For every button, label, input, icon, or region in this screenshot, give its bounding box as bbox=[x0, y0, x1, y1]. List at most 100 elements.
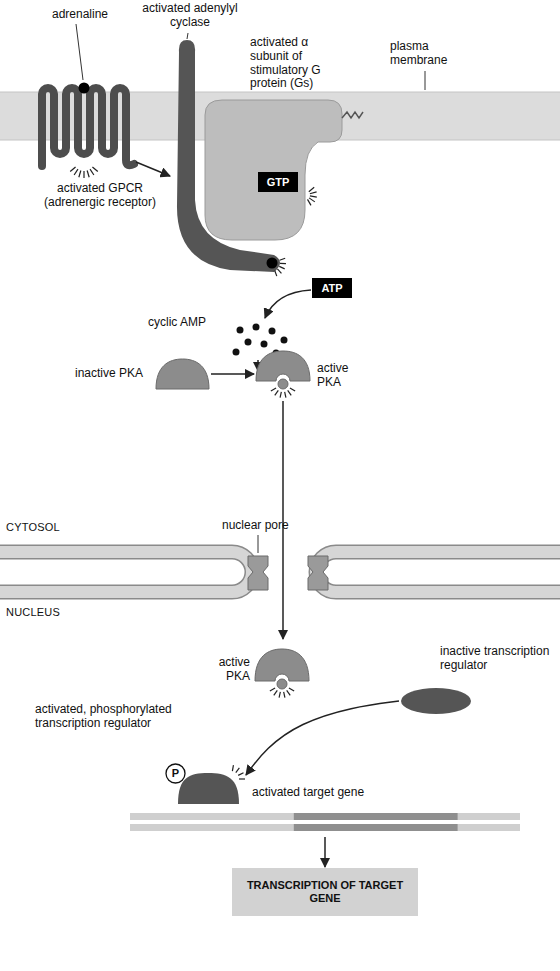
node-text: inactive transcription regulator bbox=[440, 645, 553, 673]
pka-inactive: inactive PKA bbox=[75, 358, 210, 390]
spike bbox=[285, 392, 286, 398]
nuclear-envelope bbox=[0, 552, 252, 592]
pkaActive-outline bbox=[254, 648, 310, 700]
node-text: GTP bbox=[267, 176, 290, 189]
gpcr-receptor bbox=[42, 88, 134, 166]
transcription-box: TRANSCRIPTION OF TARGET GENE bbox=[232, 868, 418, 916]
node-text: inactive PKA bbox=[75, 367, 153, 381]
atp-tag: ATP bbox=[312, 278, 352, 298]
pka-shape bbox=[255, 649, 309, 681]
spike bbox=[290, 388, 295, 391]
dna-outline bbox=[130, 810, 520, 834]
spike bbox=[232, 765, 233, 771]
leader-line bbox=[258, 535, 259, 553]
gs-alpha-subunit bbox=[205, 100, 342, 240]
text-label: plasma membrane bbox=[390, 40, 465, 68]
pkaActive-outline bbox=[255, 350, 311, 400]
node-text: ATP bbox=[321, 282, 342, 295]
leader-line bbox=[425, 71, 426, 90]
spike bbox=[90, 169, 94, 175]
reg-outline bbox=[400, 687, 472, 715]
spike bbox=[279, 266, 284, 269]
transcription-regulator: inactive transcription regulator bbox=[400, 645, 555, 717]
spike bbox=[238, 773, 243, 776]
spike bbox=[310, 196, 317, 197]
reaction-arrow bbox=[265, 290, 311, 318]
spike bbox=[280, 258, 286, 260]
spike bbox=[74, 169, 78, 175]
node-text: TRANSCRIPTION OF TARGET GENE bbox=[244, 879, 406, 904]
activation-arrow bbox=[136, 162, 170, 176]
spike bbox=[70, 167, 75, 171]
spike bbox=[87, 171, 89, 178]
spike bbox=[280, 392, 281, 398]
text-label: activated α subunit of stimulatory G pro… bbox=[250, 36, 345, 91]
flow-arrow bbox=[324, 837, 326, 867]
text-label: cyclic AMP bbox=[148, 316, 228, 330]
pka-active: active PKA bbox=[255, 350, 360, 400]
nuclear-envelope bbox=[0, 552, 252, 592]
spike bbox=[236, 768, 240, 773]
spike bbox=[287, 690, 291, 695]
pka-subunit bbox=[277, 679, 287, 689]
phosphorylated-regulator: Pactivated, phosphorylated transcription… bbox=[35, 703, 245, 805]
phosphate-circle: P bbox=[165, 763, 186, 784]
node-text: activated, phosphorylated transcription … bbox=[35, 703, 195, 731]
pka-active: active PKA bbox=[195, 640, 310, 705]
pka-shape bbox=[256, 351, 310, 381]
text-label: activated adenylyl cyclase bbox=[138, 2, 242, 30]
phosphate-outline bbox=[166, 764, 185, 783]
spike bbox=[79, 171, 81, 178]
spike bbox=[284, 692, 285, 698]
spike bbox=[279, 692, 280, 698]
nuclear-pore bbox=[308, 556, 328, 590]
regulator-shape bbox=[401, 688, 471, 714]
lipid-anchor bbox=[342, 112, 363, 118]
nuclear-pore bbox=[248, 556, 268, 590]
dna-target-gene: activated target gene bbox=[130, 786, 520, 836]
regAct-outline bbox=[177, 765, 249, 805]
node-text: activated target gene bbox=[252, 786, 422, 800]
spike bbox=[83, 171, 84, 178]
spike bbox=[280, 263, 286, 264]
active-site bbox=[267, 258, 278, 269]
spike bbox=[274, 690, 278, 695]
spike bbox=[239, 778, 245, 779]
spike bbox=[270, 688, 275, 691]
flow-arrow bbox=[211, 373, 254, 375]
spike bbox=[309, 198, 315, 202]
gene-segment bbox=[294, 813, 458, 820]
gene-segment bbox=[294, 824, 458, 831]
spike bbox=[310, 192, 317, 194]
pka-shape bbox=[156, 359, 209, 389]
nuclear-envelope bbox=[316, 552, 560, 592]
flow-arrow bbox=[246, 701, 399, 775]
spike bbox=[309, 187, 314, 191]
adrenaline-molecule bbox=[79, 83, 90, 94]
spike bbox=[308, 199, 312, 205]
leader-line bbox=[76, 24, 83, 80]
nuclear-envelope bbox=[316, 552, 560, 592]
spike bbox=[275, 271, 277, 277]
spike bbox=[288, 390, 292, 395]
text-label: nuclear pore bbox=[222, 519, 302, 533]
leader-line bbox=[187, 33, 188, 39]
gtp-tag: GTP bbox=[258, 172, 298, 192]
regulator-shape bbox=[178, 773, 239, 804]
text-label: CYTOSOL bbox=[6, 521, 96, 534]
spike bbox=[92, 167, 97, 171]
text-label: activated GPCR (adrenergic receptor) bbox=[26, 182, 174, 210]
text-label: NUCLEUS bbox=[6, 606, 96, 619]
pka-subunit bbox=[278, 379, 288, 389]
dna-strand bbox=[130, 813, 520, 820]
node-text: active PKA bbox=[195, 656, 250, 684]
spike bbox=[289, 688, 294, 691]
spike bbox=[275, 390, 279, 395]
pka-outline bbox=[155, 358, 210, 390]
node-text: active PKA bbox=[317, 362, 360, 390]
node-text: P bbox=[172, 767, 179, 780]
spike bbox=[271, 388, 276, 391]
dna-strand bbox=[130, 824, 520, 831]
spike bbox=[277, 269, 281, 273]
